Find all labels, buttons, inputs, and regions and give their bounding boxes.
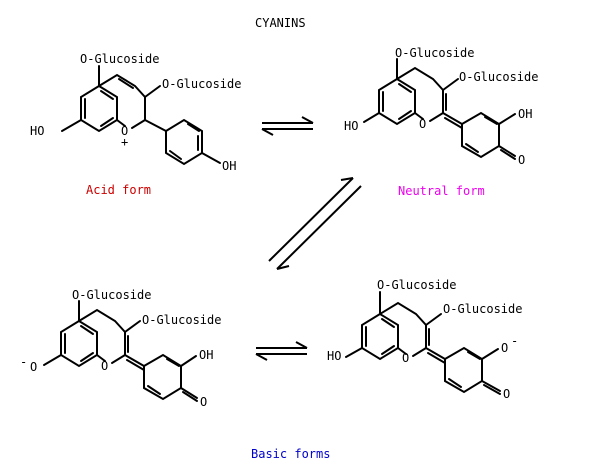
neutral-keto-o-label: O (518, 153, 525, 167)
basic-form-2-structure (345, 291, 501, 395)
neutral-oh-label: OH (518, 107, 532, 121)
basic1-o-glucoside-5: O-Glucoside (72, 288, 151, 302)
acid-ho-label: HO (30, 124, 44, 138)
equilibrium-arrow-acid-neutral (261, 116, 314, 136)
basic1-oh-label: OH (199, 348, 213, 362)
basic2-o-glucoside-3: O-Glucoside (443, 302, 522, 316)
acid-plus-charge: + (121, 135, 128, 149)
neutral-form-structure (363, 58, 516, 160)
equilibrium-arrow-neutral-basic (268, 177, 362, 270)
diagram-title: CYANINS (255, 16, 306, 30)
basic1-minus-charge: - (20, 355, 27, 369)
acid-ring-o-label: O (121, 124, 128, 138)
basic-forms-caption: Basic forms (251, 447, 330, 461)
basic1-ring-o-label: O (101, 359, 108, 373)
acid-form-caption: Acid form (86, 183, 151, 197)
basic1-phenolate-o-label: O (30, 360, 37, 374)
basic2-phenolate-o-label: O (501, 341, 508, 355)
acid-o-glucoside-3: O-Glucoside (162, 77, 241, 91)
basic1-o-glucoside-3: O-Glucoside (142, 313, 221, 327)
basic1-keto-o-label: O (200, 395, 207, 409)
basic-form-1-structure (43, 300, 198, 402)
acid-o-glucoside-5: O-Glucoside (80, 52, 159, 66)
basic2-keto-o-label: O (503, 387, 510, 401)
neutral-o-glucoside-3: O-Glucoside (459, 70, 538, 84)
acid-oh-label: OH (222, 159, 236, 173)
equilibrium-arrow-basic-forms (255, 341, 308, 361)
neutral-o-glucoside-5: O-Glucoside (395, 46, 474, 60)
basic2-minus-charge: - (511, 334, 518, 348)
basic2-o-glucoside-5: O-Glucoside (377, 278, 456, 292)
basic2-ho-label: HO (327, 349, 341, 363)
neutral-form-caption: Neutral form (398, 184, 485, 198)
basic2-ring-o-label: O (402, 351, 409, 365)
acid-form-structure (61, 65, 221, 166)
neutral-ho-label: HO (344, 119, 358, 133)
neutral-ring-o-label: O (419, 117, 426, 131)
